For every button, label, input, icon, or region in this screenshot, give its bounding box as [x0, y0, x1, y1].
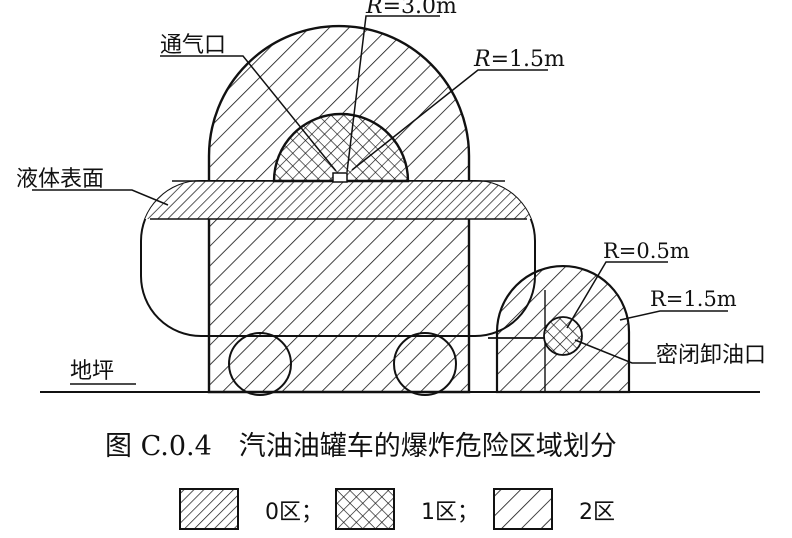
legend: 0区； 1区； 2区	[179, 488, 615, 530]
label-liquid-surface: 液体表面	[16, 167, 104, 192]
label-sealed-outlet: 密闭卸油口	[656, 343, 766, 368]
figure-caption: 图 C.0.4 汽油油罐车的爆炸危险区域划分	[105, 431, 617, 462]
label-ground: 地坪	[70, 359, 114, 384]
legend-label-zone1: 1区；	[421, 500, 479, 525]
vent-opening	[332, 172, 348, 183]
wheel-right	[393, 332, 457, 396]
label-r-vent-inner: R=1.5m	[473, 47, 565, 72]
legend-swatch-zone2	[493, 488, 553, 530]
legend-label-zone0: 0区；	[265, 500, 323, 525]
zone0-liquid-band	[141, 181, 535, 219]
label-r-outlet-outer: R=1.5m	[650, 287, 737, 311]
legend-swatch-zone1	[335, 488, 395, 530]
label-r-vent-outer: R=3.0m	[365, 0, 457, 19]
leader-lines	[32, 15, 728, 385]
label-vent: 通气口	[160, 33, 226, 58]
wheel-left	[228, 332, 292, 396]
legend-swatch-zone0	[179, 488, 239, 530]
legend-label-zone2: 2区	[579, 500, 615, 525]
label-r-outlet-inner: R=0.5m	[603, 239, 690, 263]
